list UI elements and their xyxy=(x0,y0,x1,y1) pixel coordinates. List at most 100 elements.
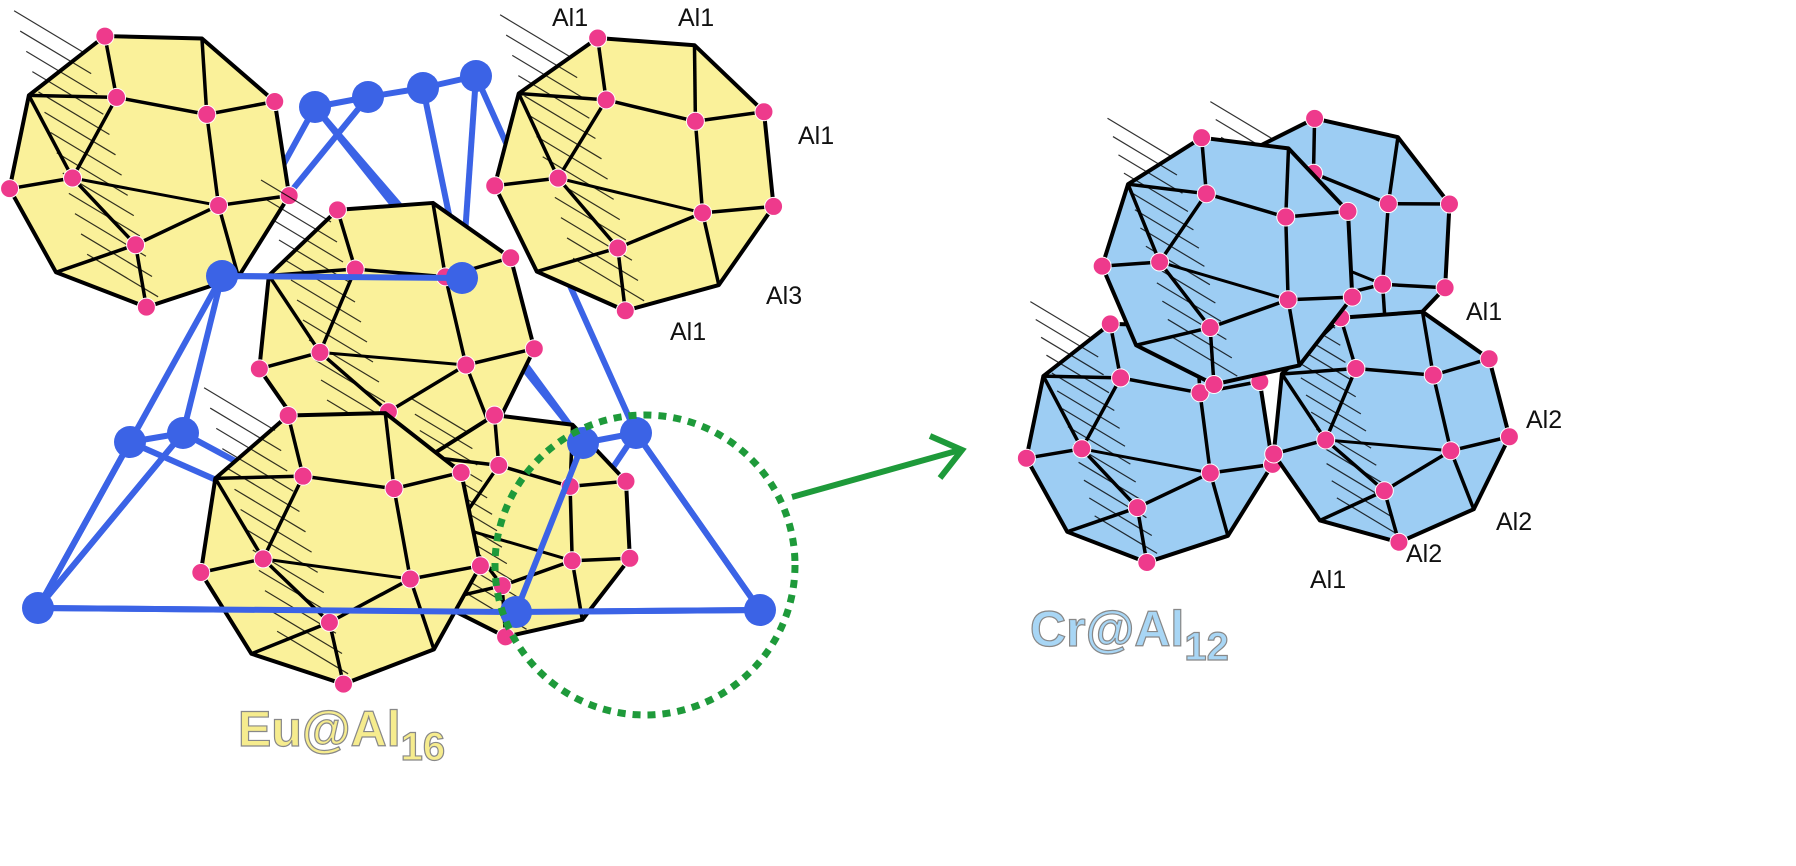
hatch-line xyxy=(1067,426,1131,465)
hatch-line xyxy=(314,359,386,403)
al-atom xyxy=(1439,194,1459,214)
hatch-line xyxy=(511,54,584,99)
hatch-line xyxy=(1140,227,1205,267)
polyhedron-face xyxy=(1157,191,1290,330)
atom-label: Al3 xyxy=(766,282,803,310)
polyhedron-edge xyxy=(206,99,276,117)
polyhedron-edge xyxy=(536,246,619,274)
hatch-line xyxy=(13,10,86,54)
al-atom xyxy=(1441,441,1461,461)
al-atom xyxy=(562,551,582,571)
al-atom xyxy=(107,87,127,107)
polyhedron-edge xyxy=(1420,311,1435,376)
polyhedron-edge xyxy=(456,525,573,563)
polyhedron-face xyxy=(555,97,705,251)
al-atom xyxy=(608,238,628,258)
hatch-line xyxy=(266,199,338,243)
polyhedron-edge xyxy=(518,91,607,102)
al-atom xyxy=(754,102,774,122)
eu-al16-formula: Eu@Al16 xyxy=(237,700,445,770)
polyhedron-edge xyxy=(1281,366,1357,376)
al-atom xyxy=(1127,498,1147,518)
network-bond xyxy=(37,605,517,615)
polyhedron-edge xyxy=(1288,295,1353,302)
polyhedron-face xyxy=(454,463,574,588)
polyhedron-edge xyxy=(1450,435,1510,453)
al-atom xyxy=(197,104,217,124)
polyhedron-edge xyxy=(1208,472,1230,537)
al-atom xyxy=(1342,287,1362,307)
polyhedron-edge xyxy=(9,176,73,191)
al-atom xyxy=(1196,184,1216,204)
hatch-line xyxy=(542,156,614,200)
al-atom xyxy=(489,455,509,475)
eu-al16-polyhedron xyxy=(191,387,490,694)
polyhedron-edge xyxy=(286,415,305,477)
polyhedron-edge xyxy=(1449,450,1476,510)
polyhedron-outline xyxy=(7,34,292,310)
polyhedron-edge xyxy=(431,202,448,278)
hatch-line xyxy=(1331,480,1393,518)
al-atom xyxy=(0,179,20,199)
polyhedron-outline xyxy=(492,36,776,313)
hatch-line xyxy=(1078,461,1142,501)
al-atom xyxy=(548,168,568,188)
eu-atom xyxy=(500,596,532,628)
al-atom xyxy=(1389,532,1409,552)
hatch-line xyxy=(499,14,572,58)
al-atom xyxy=(620,548,640,568)
al-atom xyxy=(265,92,285,112)
al-atom xyxy=(1378,194,1398,214)
al-atom xyxy=(524,339,544,359)
polyhedron-edge xyxy=(267,274,322,354)
al-atom xyxy=(596,90,616,110)
atom-label: Al1 xyxy=(552,4,589,32)
hatch-line xyxy=(1300,377,1362,415)
atom-label: Al1 xyxy=(1310,566,1347,594)
arrow-head-icon xyxy=(928,433,967,480)
hatch-line xyxy=(572,257,645,302)
formula-subscript: 12 xyxy=(1184,624,1230,669)
hatch-line xyxy=(272,219,344,263)
polyhedron-face xyxy=(261,474,413,625)
eu-atom xyxy=(352,81,384,113)
polyhedron-edge xyxy=(213,477,265,560)
cr-al12-polyhedron xyxy=(1092,117,1362,394)
polyhedron-edge xyxy=(1386,136,1400,204)
polyhedron-edge xyxy=(1319,489,1386,523)
al-atom xyxy=(1316,430,1336,450)
polyhedron-face xyxy=(1323,366,1453,493)
al-atom xyxy=(1190,383,1210,403)
polyhedron-edge xyxy=(55,243,137,274)
hatch-line xyxy=(1030,301,1094,340)
hatch-line xyxy=(414,413,473,450)
hatch-line xyxy=(1336,497,1398,535)
polyhedron-edge xyxy=(1325,438,1451,453)
hatch-line xyxy=(1112,136,1178,176)
eu-atom xyxy=(460,60,492,92)
al-atom xyxy=(279,186,299,206)
hatch-line xyxy=(505,34,578,79)
polyhedron-edge xyxy=(692,45,698,122)
polyhedron-edge xyxy=(27,94,75,179)
network-bond xyxy=(35,431,186,610)
polyhedron-edge xyxy=(1284,148,1291,218)
polyhedron-outline xyxy=(198,411,483,687)
formula-base: Eu@Al xyxy=(237,700,401,757)
hatch-line xyxy=(1210,101,1274,140)
eu-atom xyxy=(114,426,146,458)
polyhedron-edge xyxy=(133,244,149,308)
network-bond xyxy=(513,441,586,614)
atom-label: Al2 xyxy=(1496,508,1533,536)
al-atom xyxy=(1373,274,1393,294)
atom-label: Al1 xyxy=(798,122,835,150)
al-atom xyxy=(588,28,608,48)
hatch-line xyxy=(68,192,141,237)
hatch-line xyxy=(203,387,276,431)
polyhedron-edge xyxy=(1135,325,1211,347)
hatch-line xyxy=(1046,354,1110,394)
al-atom xyxy=(1499,427,1519,447)
network-bond xyxy=(633,431,763,612)
hatch-line xyxy=(56,152,128,196)
polyhedron-edge xyxy=(700,212,721,286)
